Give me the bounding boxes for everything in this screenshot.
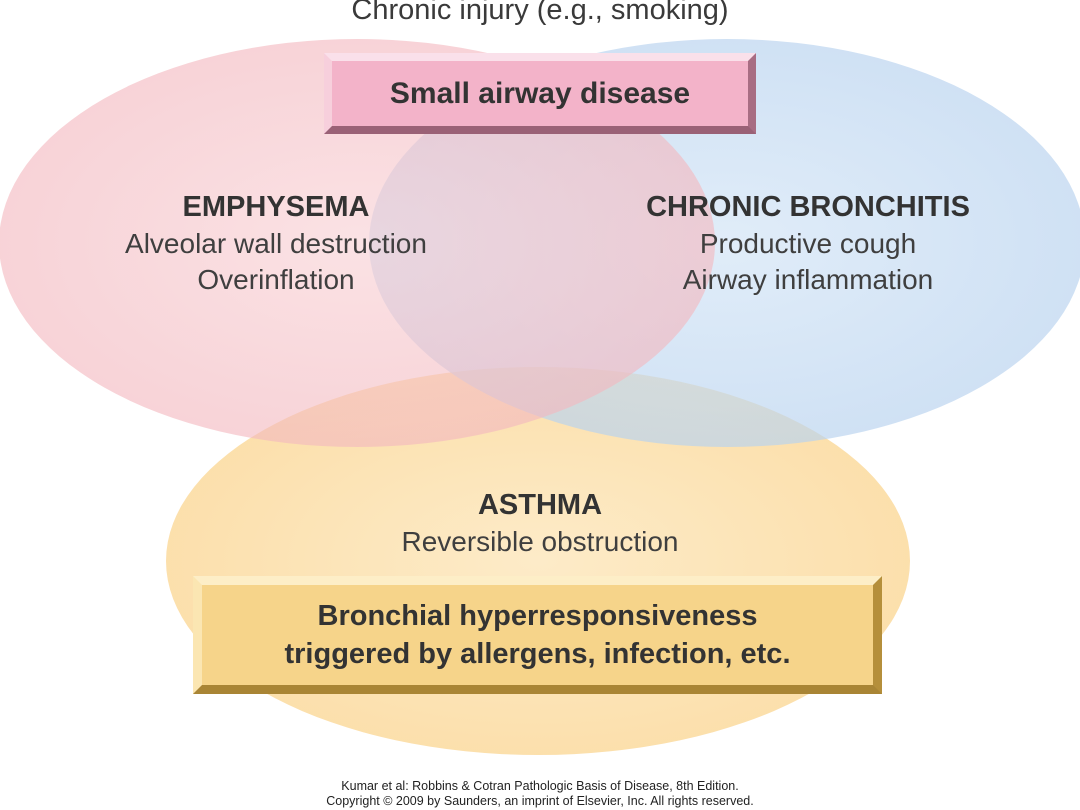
emphysema-line-2: Overinflation <box>197 264 355 295</box>
asthma-line-1: Reversible obstruction <box>401 526 679 557</box>
emphysema-line-1: Alveolar wall destruction <box>125 228 427 259</box>
emphysema-title: EMPHYSEMA <box>182 191 370 223</box>
chronic-injury-label: Chronic injury (e.g., smoking) <box>351 0 729 26</box>
bronchial-box-line-1: Bronchial hyperresponsiveness <box>317 600 758 632</box>
asthma-title: ASTHMA <box>477 489 603 521</box>
copyright-line: Copyright © 2009 by Saunders, an imprint… <box>326 794 754 808</box>
chronic-bronchitis-line-2: Airway inflammation <box>682 264 934 295</box>
chronic-bronchitis-title: CHRONIC BRONCHITIS <box>646 191 970 223</box>
chronic-bronchitis-line-1: Productive cough <box>699 228 917 259</box>
small-airway-disease-box: Small airway disease <box>324 53 756 134</box>
bronchial-hyperresponsiveness-box: Bronchial hyperresponsiveness triggered … <box>193 576 882 694</box>
small-airway-disease-label: Small airway disease <box>389 76 691 110</box>
citation-line: Kumar et al: Robbins & Cotran Pathologic… <box>341 779 739 793</box>
bronchial-box-line-2: triggered by allergens, infection, etc. <box>284 638 791 670</box>
emphysema-ellipse <box>0 39 715 447</box>
